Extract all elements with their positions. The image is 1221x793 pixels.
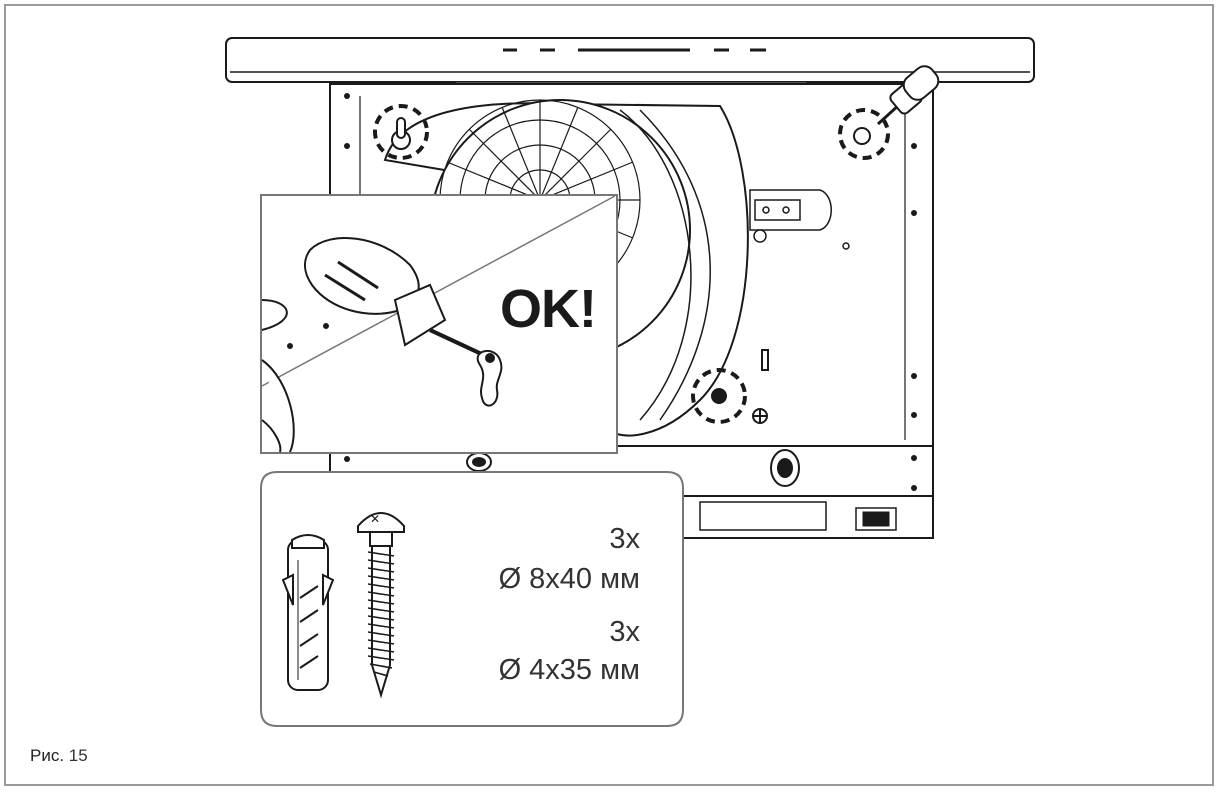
screwdriver-icon (876, 65, 940, 126)
detail-inset (260, 194, 618, 454)
figure-caption: Рис. 15 (30, 746, 88, 766)
wall-dowel-icon (281, 534, 335, 691)
bolts (466, 449, 800, 487)
caption-number: 15 (68, 746, 88, 765)
mount-point-markers (373, 104, 890, 424)
screw-size: Ø 4x35 мм (498, 654, 640, 686)
dowel-size: Ø 8x40 мм (498, 563, 640, 595)
caption-prefix: Рис. (30, 746, 65, 765)
svg-text:✕: ✕ (370, 512, 380, 526)
hood-top-panel (225, 37, 1035, 83)
dowel-quantity: 3x (609, 523, 640, 555)
side-bracket (749, 189, 832, 243)
fastener-panel (260, 471, 684, 727)
screw-icon: ✕ (357, 512, 405, 699)
keyhole-slots (391, 117, 871, 424)
screw-quantity: 3x (609, 616, 640, 648)
ok-label: OK! (500, 279, 597, 339)
